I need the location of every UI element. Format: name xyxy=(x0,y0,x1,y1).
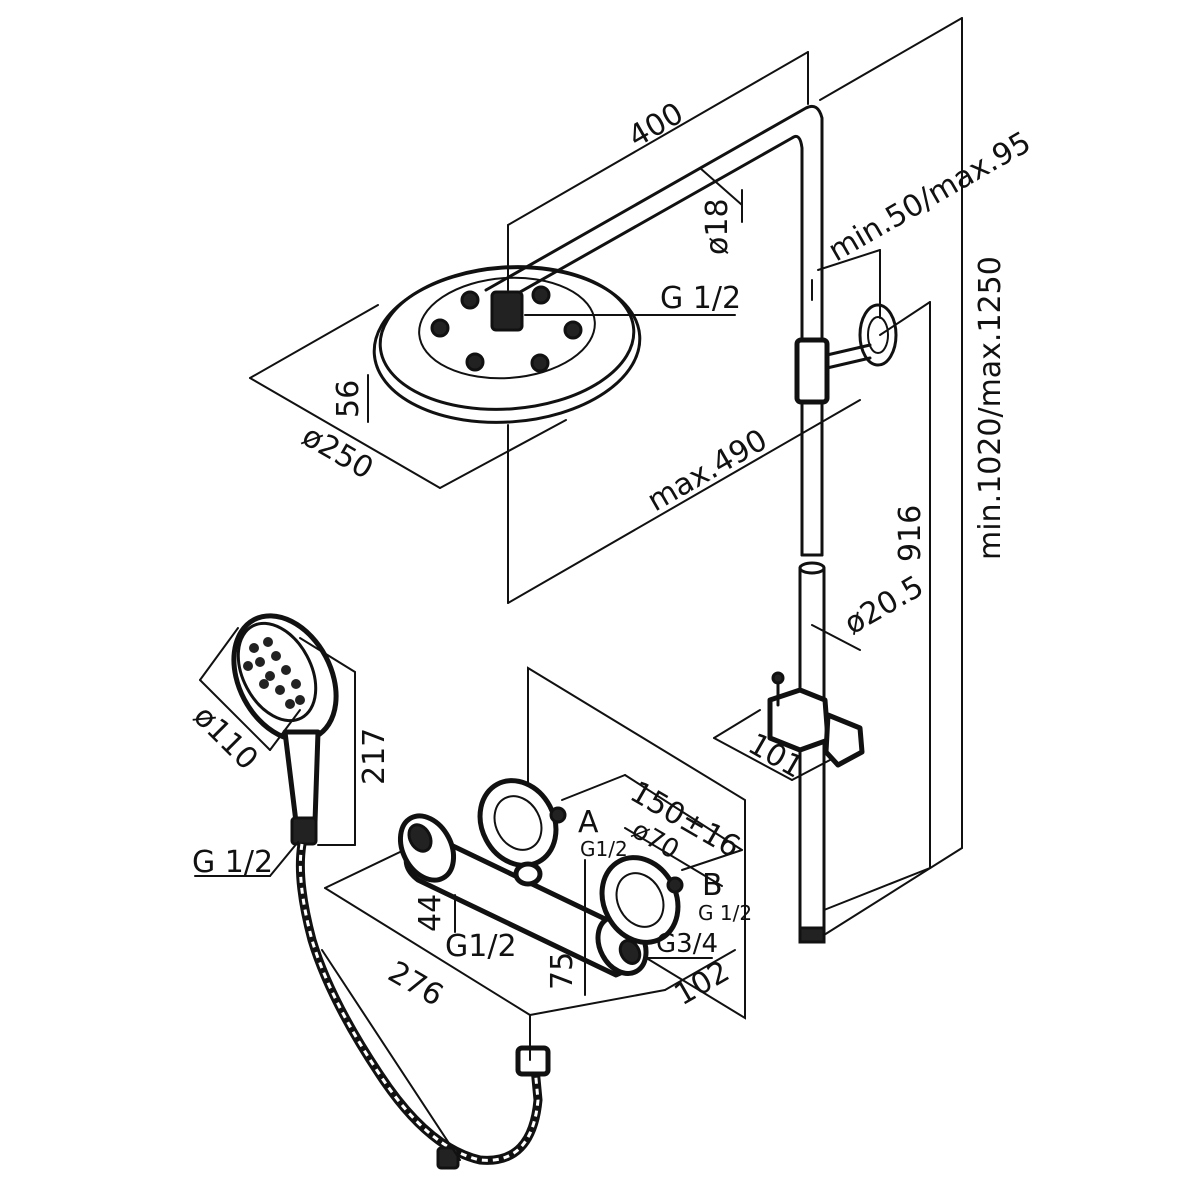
nozzle-icon xyxy=(531,285,551,305)
hand-shower-slider xyxy=(767,671,865,768)
label-projection: max.490 xyxy=(642,423,774,519)
thermostatic-mixer xyxy=(397,778,684,978)
label-head-height: 56 xyxy=(331,380,366,418)
riser-end-cap xyxy=(798,926,826,944)
nozzle-icon xyxy=(465,352,485,372)
shower-hose xyxy=(295,843,551,1170)
dimension-lines xyxy=(194,17,963,1061)
label-mixer-width: 276 xyxy=(382,955,449,1014)
label-head-connection: G 1/2 xyxy=(660,281,741,316)
label-hand-connection: G 1/2 xyxy=(192,845,273,880)
label-outlet-thread: G3/4 xyxy=(656,929,718,959)
hose-nut-icon xyxy=(515,1045,551,1077)
label-overall-height: min.1020/max.1250 xyxy=(973,256,1008,560)
label-mixer-depth: 102 xyxy=(669,954,736,1013)
wall-bracket-clamp xyxy=(794,337,830,405)
nozzle-icon xyxy=(530,353,550,373)
label-inlet-a: A xyxy=(578,805,599,840)
label-bottom-outlet: G1/2 xyxy=(445,929,517,964)
label-hand-length: 217 xyxy=(357,728,392,785)
label-arm-length: 400 xyxy=(623,96,690,155)
label-arm-diameter: ø18 xyxy=(700,198,735,255)
bottom-outlet xyxy=(513,861,543,887)
overhead-arm xyxy=(484,104,824,347)
label-tube-diameter: ø20.5 xyxy=(839,569,930,642)
head-connector-icon xyxy=(490,290,524,332)
label-inlet-b: B xyxy=(702,868,723,903)
shower-head xyxy=(372,265,642,424)
label-inlet-b-thread: G 1/2 xyxy=(698,901,752,925)
nozzle-icon xyxy=(430,318,450,338)
nozzle-icon xyxy=(460,290,480,310)
nozzle-icon xyxy=(563,320,583,340)
hand-shower-connector xyxy=(290,816,318,846)
label-outlet-offset: 75 xyxy=(545,952,580,990)
label-inlet-a-thread: G1/2 xyxy=(580,837,628,861)
label-wall-distance: min.50/max.95 xyxy=(823,125,1037,269)
hand-shower xyxy=(231,613,339,846)
label-riser-height: 916 xyxy=(893,505,928,562)
label-mixer-height: 44 xyxy=(413,894,448,932)
